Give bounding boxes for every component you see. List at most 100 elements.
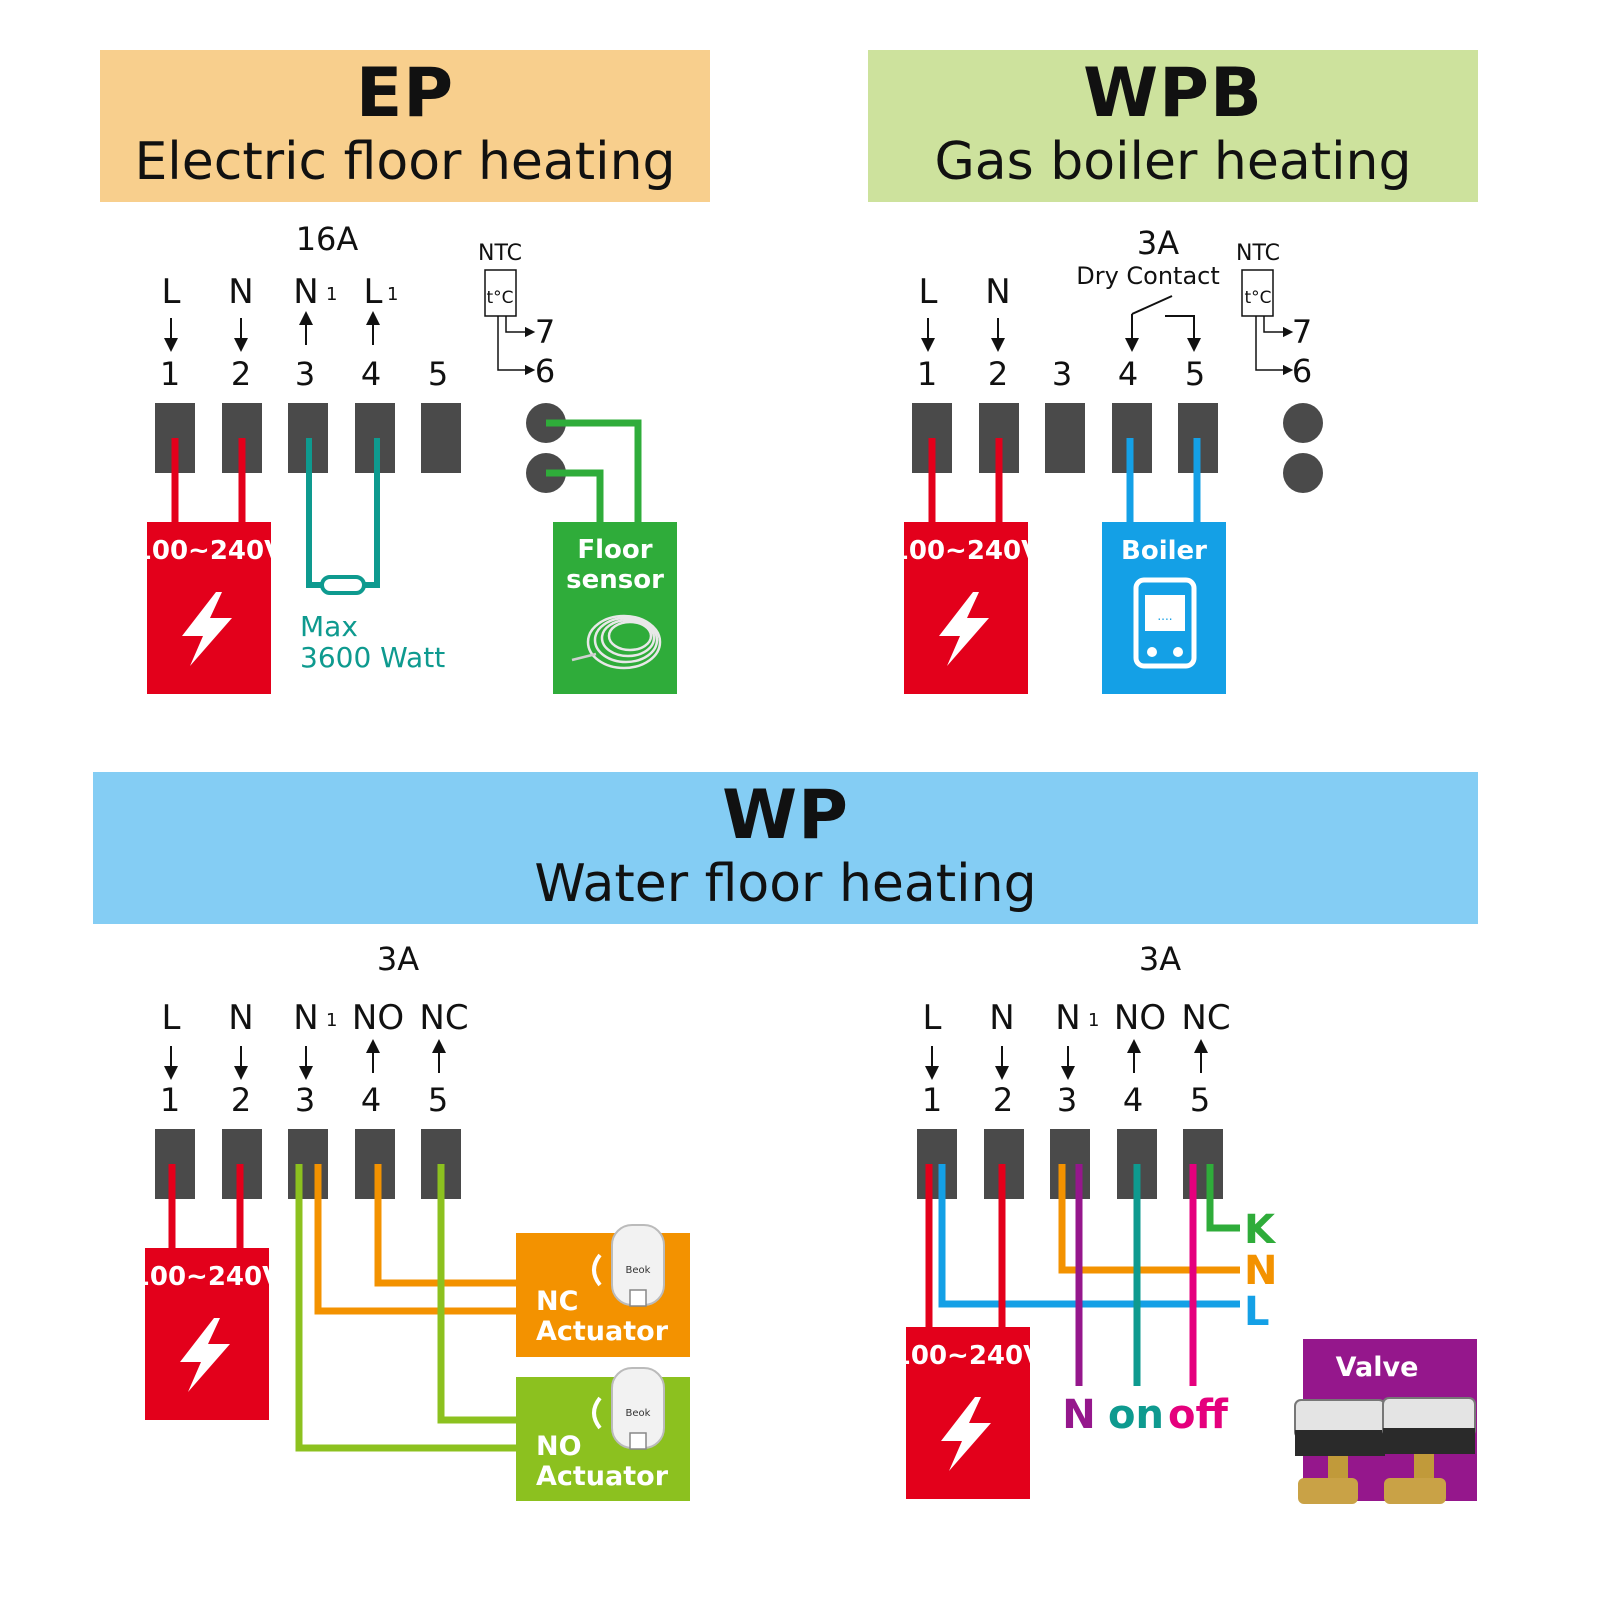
wpb-ntc-terminal-7 [1283,403,1323,443]
ep-label-n1: N [293,272,318,312]
wpb-num-1: 1 [917,355,937,393]
wp-left-num-4: 4 [361,1081,381,1119]
ep-terminal-5 [421,403,461,473]
ep-ntc-lead-7 [505,316,536,338]
relay-switch-icon [1125,295,1201,352]
ep-ntc-lead-6 [497,316,536,376]
wp-right-label-l: L [923,998,942,1038]
wpb-terminal-3 [1045,403,1085,473]
wpb-ntc-symbol: t°C [1244,288,1271,308]
ep-sensor-wire-7 [546,419,642,522]
ep-load-label-1: Max [300,610,358,643]
wp-no-actuator-label-2: Actuator [536,1461,669,1492]
wp-right-label-n1-sub: 1 [1088,1010,1099,1031]
wpb-label-n: N [985,272,1010,312]
ep-section: 16A L N N 1 L 1 1 2 3 4 5 NTC t°C 7 6 [134,220,677,694]
ep-label-n: N [228,272,253,312]
wp-left-label-no: NO [352,998,404,1038]
ep-code: EP [355,54,455,133]
valve-icon [1294,1397,1476,1504]
lightning-icon [182,592,232,666]
wp-right-power-label: 100~240V [893,1341,1043,1371]
ep-power-label: 100~240V [134,536,284,566]
wp-banner: WP Water floor heating [93,772,1478,924]
ep-load-label-2: 3600 Watt [300,641,445,674]
wp-right-side-n: N [1244,1248,1277,1294]
wp-right-terminal-1 [917,1129,957,1199]
wp-left-power-label: 100~240V [132,1262,282,1292]
wpb-ntc-pin-7: 7 [1292,313,1312,351]
ep-floor-sensor-box [553,522,677,694]
lightning-icon [180,1318,230,1392]
wp-valve-label: Valve [1336,1352,1419,1383]
ep-num-2: 2 [231,355,251,393]
wp-left-num-5: 5 [428,1081,448,1119]
wp-right-label-wire-n: N [1062,1392,1095,1438]
wp-left-label-n1: N [293,998,318,1038]
wp-left-wire-no [374,1164,516,1287]
boiler-icon: .... [1133,577,1197,669]
wp-left-label-nc: NC [419,998,468,1038]
wpb-banner: WPB Gas boiler heating [868,50,1478,202]
ep-rating: 16A [296,220,359,258]
wp-right-num-4: 4 [1123,1081,1143,1119]
wp-right-num-1: 1 [922,1081,942,1119]
heating-element-icon [320,575,366,595]
wp-right-label-wire-off: off [1168,1392,1228,1438]
ep-sensor-wire-6 [546,469,604,522]
lightning-icon [939,592,989,666]
ep-title: Electric floor heating [134,132,676,192]
ep-label-l: L [162,272,181,312]
wp-left-wire-n1-no [295,1164,516,1452]
ep-num-1: 1 [160,355,180,393]
wpb-num-5: 5 [1185,355,1205,393]
wp-left-section: 3A L N N 1 NO NC 1 2 3 4 5 100~240V NC A… [132,940,690,1501]
wp-right-wire-nc-k [1206,1164,1240,1232]
wp-left-label-n: N [228,998,253,1038]
wp-left-num-3: 3 [295,1081,315,1119]
wp-right-wire-l-valve [938,1164,1240,1308]
wpb-section: 3A Dry Contact L N 1 2 3 4 5 NTC t°C 7 6 [891,224,1323,694]
wp-right-side-k: K [1244,1207,1277,1253]
wp-code: WP [722,776,849,855]
wp-right-terminal-5 [1183,1129,1223,1199]
actuator-brand: Beok [626,1265,651,1276]
wpb-num-4: 4 [1118,355,1138,393]
wp-right-num-5: 5 [1190,1081,1210,1119]
wpb-ntc-symbol-box [1241,269,1274,317]
wp-left-wire-n1-nc [314,1164,516,1315]
wpb-ntc-label: NTC [1236,241,1280,266]
wp-left-rating: 3A [377,940,419,978]
wpb-num-2: 2 [988,355,1008,393]
wp-right-label-nc: NC [1181,998,1230,1038]
wpb-power-label: 100~240V [891,536,1041,566]
wpb-title: Gas boiler heating [934,132,1412,192]
ep-ntc-pin-6: 6 [535,352,555,390]
wpb-ntc-pin-6: 6 [1292,352,1312,390]
wp-right-rating: 3A [1139,940,1181,978]
ep-sensor-label-2: sensor [566,565,664,595]
wpb-rating: 3A [1137,224,1179,262]
ep-ntc-pin-7: 7 [535,313,555,351]
wp-right-terminal-3 [1050,1129,1090,1199]
wp-right-num-3: 3 [1057,1081,1077,1119]
wpb-ntc-terminal-6 [1283,453,1323,493]
ep-num-5: 5 [428,355,448,393]
wp-right-section: 3A L N N 1 NO NC 1 2 3 4 5 K N L N [893,940,1477,1504]
ep-ntc-symbol-box [484,269,517,317]
wpb-rating-note: Dry Contact [1076,262,1220,290]
wp-nc-actuator-label-1: NC [536,1286,578,1317]
ep-label-l1-sub: 1 [387,284,398,305]
wp-right-label-wire-on: on [1108,1392,1164,1438]
wpb-label-l: L [919,272,938,312]
wp-left-num-2: 2 [231,1081,251,1119]
wpb-boiler-label: Boiler [1121,536,1207,566]
actuator-icon: Beok [592,1367,665,1450]
ep-num-3: 3 [295,355,315,393]
wp-right-wire-n1-valve [1058,1164,1240,1274]
svg-text:....: .... [1157,609,1172,623]
wp-left-num-1: 1 [160,1081,180,1119]
wp-left-label-l: L [162,998,181,1038]
wp-no-actuator-label-1: NO [536,1431,582,1462]
actuator-icon: Beok [592,1224,665,1307]
